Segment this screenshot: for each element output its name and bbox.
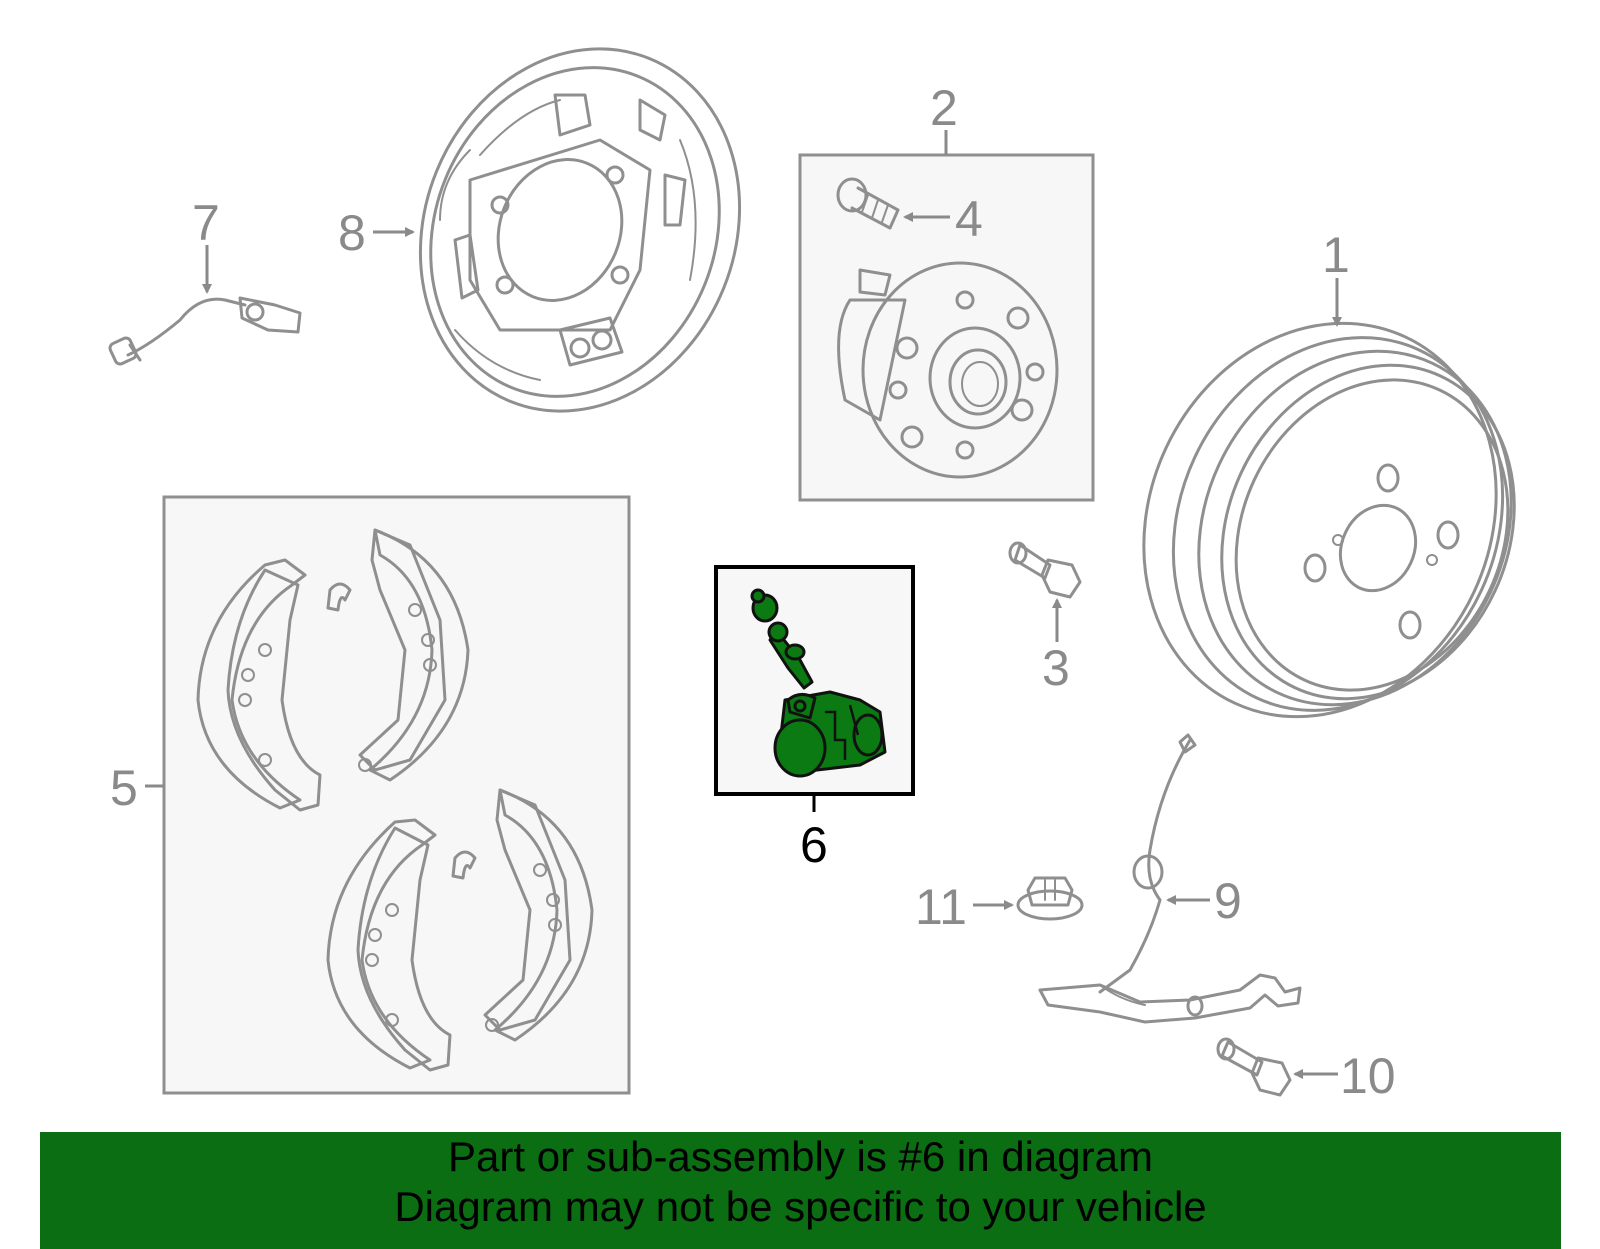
callout-5: 5 <box>110 760 138 816</box>
wheel-cylinder-part <box>750 588 887 778</box>
callout-7: 7 <box>192 195 220 251</box>
hub-bolt-part <box>836 177 900 230</box>
sensor-wire-part <box>108 296 302 366</box>
brake-shoe-box <box>162 495 631 1095</box>
callout-2: 2 <box>930 80 958 136</box>
backing-plate-part <box>418 47 742 413</box>
callout-8: 8 <box>338 205 366 261</box>
callout-4: 4 <box>955 191 983 247</box>
bolt-part-10 <box>1216 1037 1292 1097</box>
banner-line-2: Diagram may not be specific to your vehi… <box>394 1183 1207 1230</box>
callout-11: 11 <box>915 879 967 935</box>
brake-drum-part <box>1142 321 1516 719</box>
hub-bearing-part <box>837 261 1059 479</box>
callout-3: 3 <box>1042 640 1070 696</box>
brake-shoe-set-upper <box>196 528 470 812</box>
info-banner: Part or sub-assembly is #6 in diagram Di… <box>40 1132 1561 1249</box>
callout-9: 9 <box>1214 873 1242 929</box>
brake-shoe-set-lower <box>326 788 594 1072</box>
banner-line-1: Part or sub-assembly is #6 in diagram <box>448 1133 1153 1180</box>
abs-sensor-harness-part <box>1038 733 1302 1024</box>
callout-6: 6 <box>800 817 828 873</box>
callout-10: 10 <box>1340 1048 1396 1104</box>
clip-part <box>1016 876 1084 921</box>
bolt-part-3 <box>1008 541 1082 599</box>
callout-1: 1 <box>1322 227 1350 283</box>
